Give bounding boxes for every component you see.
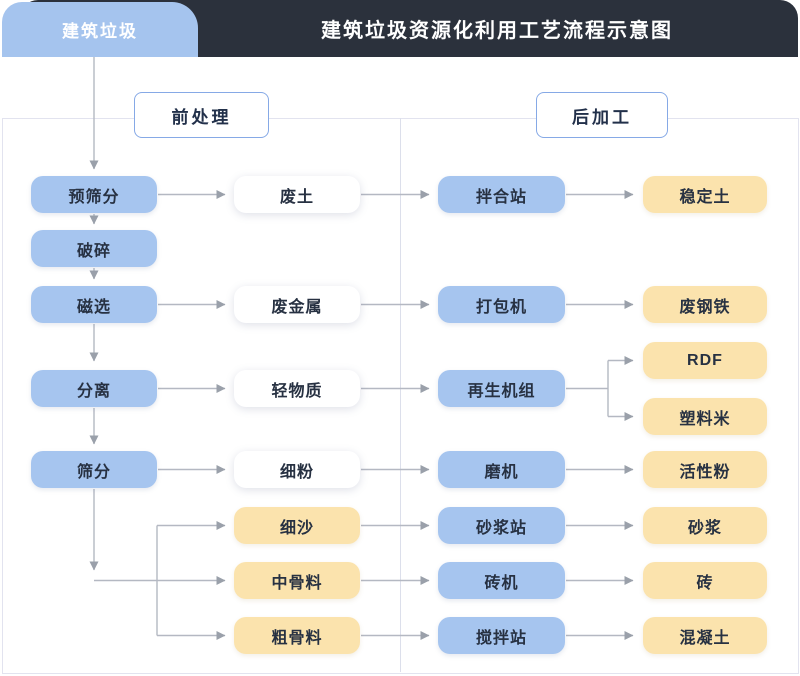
node-brick: 砖 [643,562,767,599]
node-scrap-steel: 废钢铁 [643,286,767,323]
node-plastic-pellets: 塑料米 [643,398,767,435]
node-fine-powder: 细粉 [234,451,360,488]
source-tab-construction-waste: 建筑垃圾 [2,2,198,57]
section-divider [400,118,401,672]
node-separation: 分离 [31,370,157,407]
node-mortar-station: 砂浆站 [438,507,565,544]
node-mixing-plant: 拌合站 [438,176,565,213]
node-stabilized-soil: 稳定土 [643,176,767,213]
node-screening: 筛分 [31,451,157,488]
node-active-powder: 活性粉 [643,451,767,488]
node-mortar: 砂浆 [643,507,767,544]
node-stirring-station: 搅拌站 [438,617,565,654]
node-magnetic-sep: 磁选 [31,286,157,323]
node-light-material: 轻物质 [234,370,360,407]
node-medium-aggregate: 中骨料 [234,562,360,599]
node-pre-screening: 预筛分 [31,176,157,213]
arrows [89,57,634,640]
section-header-pretreatment: 前处理 [134,92,269,138]
node-waste-soil: 废土 [234,176,360,213]
node-brick-machine: 砖机 [438,562,565,599]
node-concrete: 混凝土 [643,617,767,654]
node-fine-sand: 细沙 [234,507,360,544]
node-scrap-metal: 废金属 [234,286,360,323]
node-grinder: 磨机 [438,451,565,488]
node-crushing: 破碎 [31,230,157,267]
page-title: 建筑垃圾资源化利用工艺流程示意图 [321,20,673,42]
node-baler: 打包机 [438,286,565,323]
section-header-postprocessing: 后加工 [536,92,668,138]
node-rdf: RDF [643,342,767,379]
node-coarse-aggregate: 粗骨料 [234,617,360,654]
node-regenerator-unit: 再生机组 [438,370,565,407]
